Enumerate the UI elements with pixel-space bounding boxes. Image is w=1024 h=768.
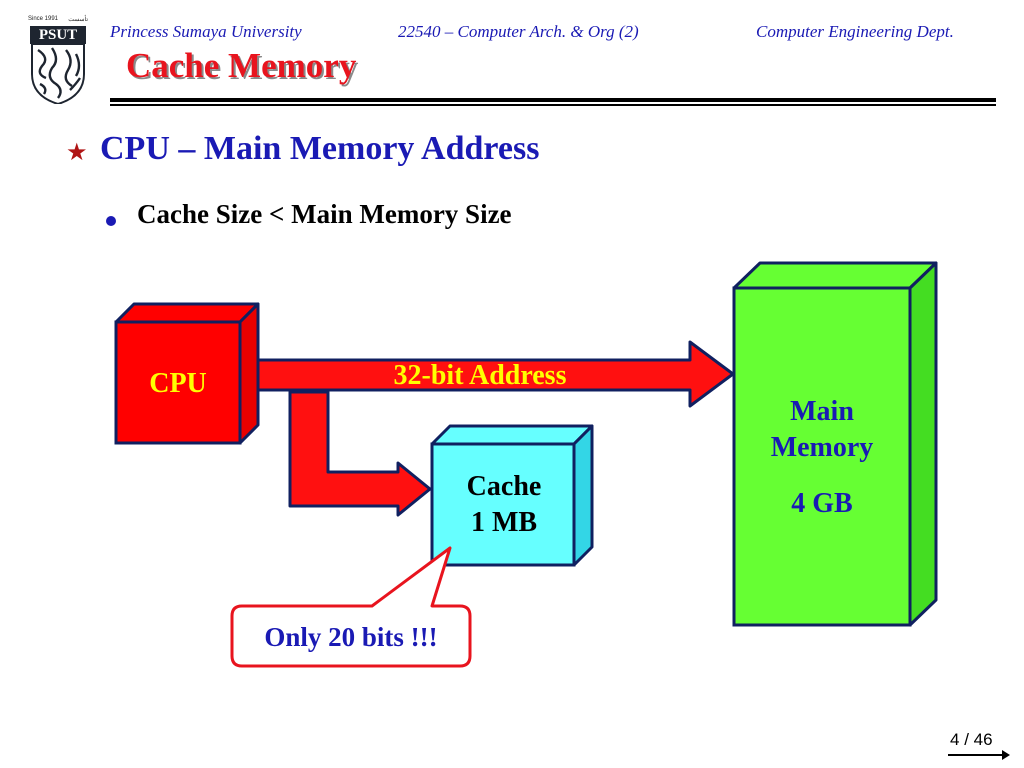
- cache-box: [430, 424, 594, 567]
- star-bullet-icon: ★: [66, 140, 88, 166]
- main-memory-label-line1: Main: [790, 396, 854, 427]
- cache-label-name: Cache: [467, 471, 542, 502]
- cpu-label: CPU: [149, 368, 207, 399]
- header-university: Princess Sumaya University: [110, 22, 302, 41]
- logo-arabic-text: تأسست: [68, 17, 88, 23]
- logo-since-text: Since 1991: [28, 16, 59, 22]
- slide-title: Cache Memory: [126, 46, 357, 85]
- next-page-arrow-icon[interactable]: [948, 750, 1010, 760]
- page-current: 4: [950, 730, 960, 749]
- main-memory-box: [732, 261, 938, 627]
- logo-acronym: PSUT: [30, 26, 86, 44]
- psut-logo: Since 1991 تأسست PSUT: [24, 16, 92, 106]
- address-label: 32-bit Address: [394, 360, 567, 391]
- sub-bullet-text: Cache Size < Main Memory Size: [137, 199, 512, 229]
- shield-icon: [31, 44, 85, 104]
- page-number: 4 / 46: [950, 730, 993, 750]
- sub-bullet-dot-icon: [106, 216, 116, 226]
- main-bullet-text: CPU – Main Memory Address: [100, 130, 540, 167]
- address-arrow: [246, 340, 735, 408]
- page-separator: /: [964, 730, 969, 749]
- header-department: Computer Engineering Dept.: [756, 22, 954, 41]
- page-total: 46: [973, 730, 993, 749]
- header-course: 22540 – Computer Arch. & Org (2): [398, 22, 639, 41]
- header-rule-thin: [110, 104, 996, 106]
- main-memory-size: 4 GB: [791, 488, 852, 519]
- callout-text: Only 20 bits !!!: [264, 622, 437, 652]
- callout-bubble: [230, 546, 472, 668]
- header-rule-thick: [110, 98, 996, 102]
- cpu-box: [114, 302, 260, 445]
- cache-arrow: [288, 390, 432, 517]
- main-memory-label-line2: Memory: [771, 432, 874, 463]
- cache-label-size: 1 MB: [471, 507, 537, 538]
